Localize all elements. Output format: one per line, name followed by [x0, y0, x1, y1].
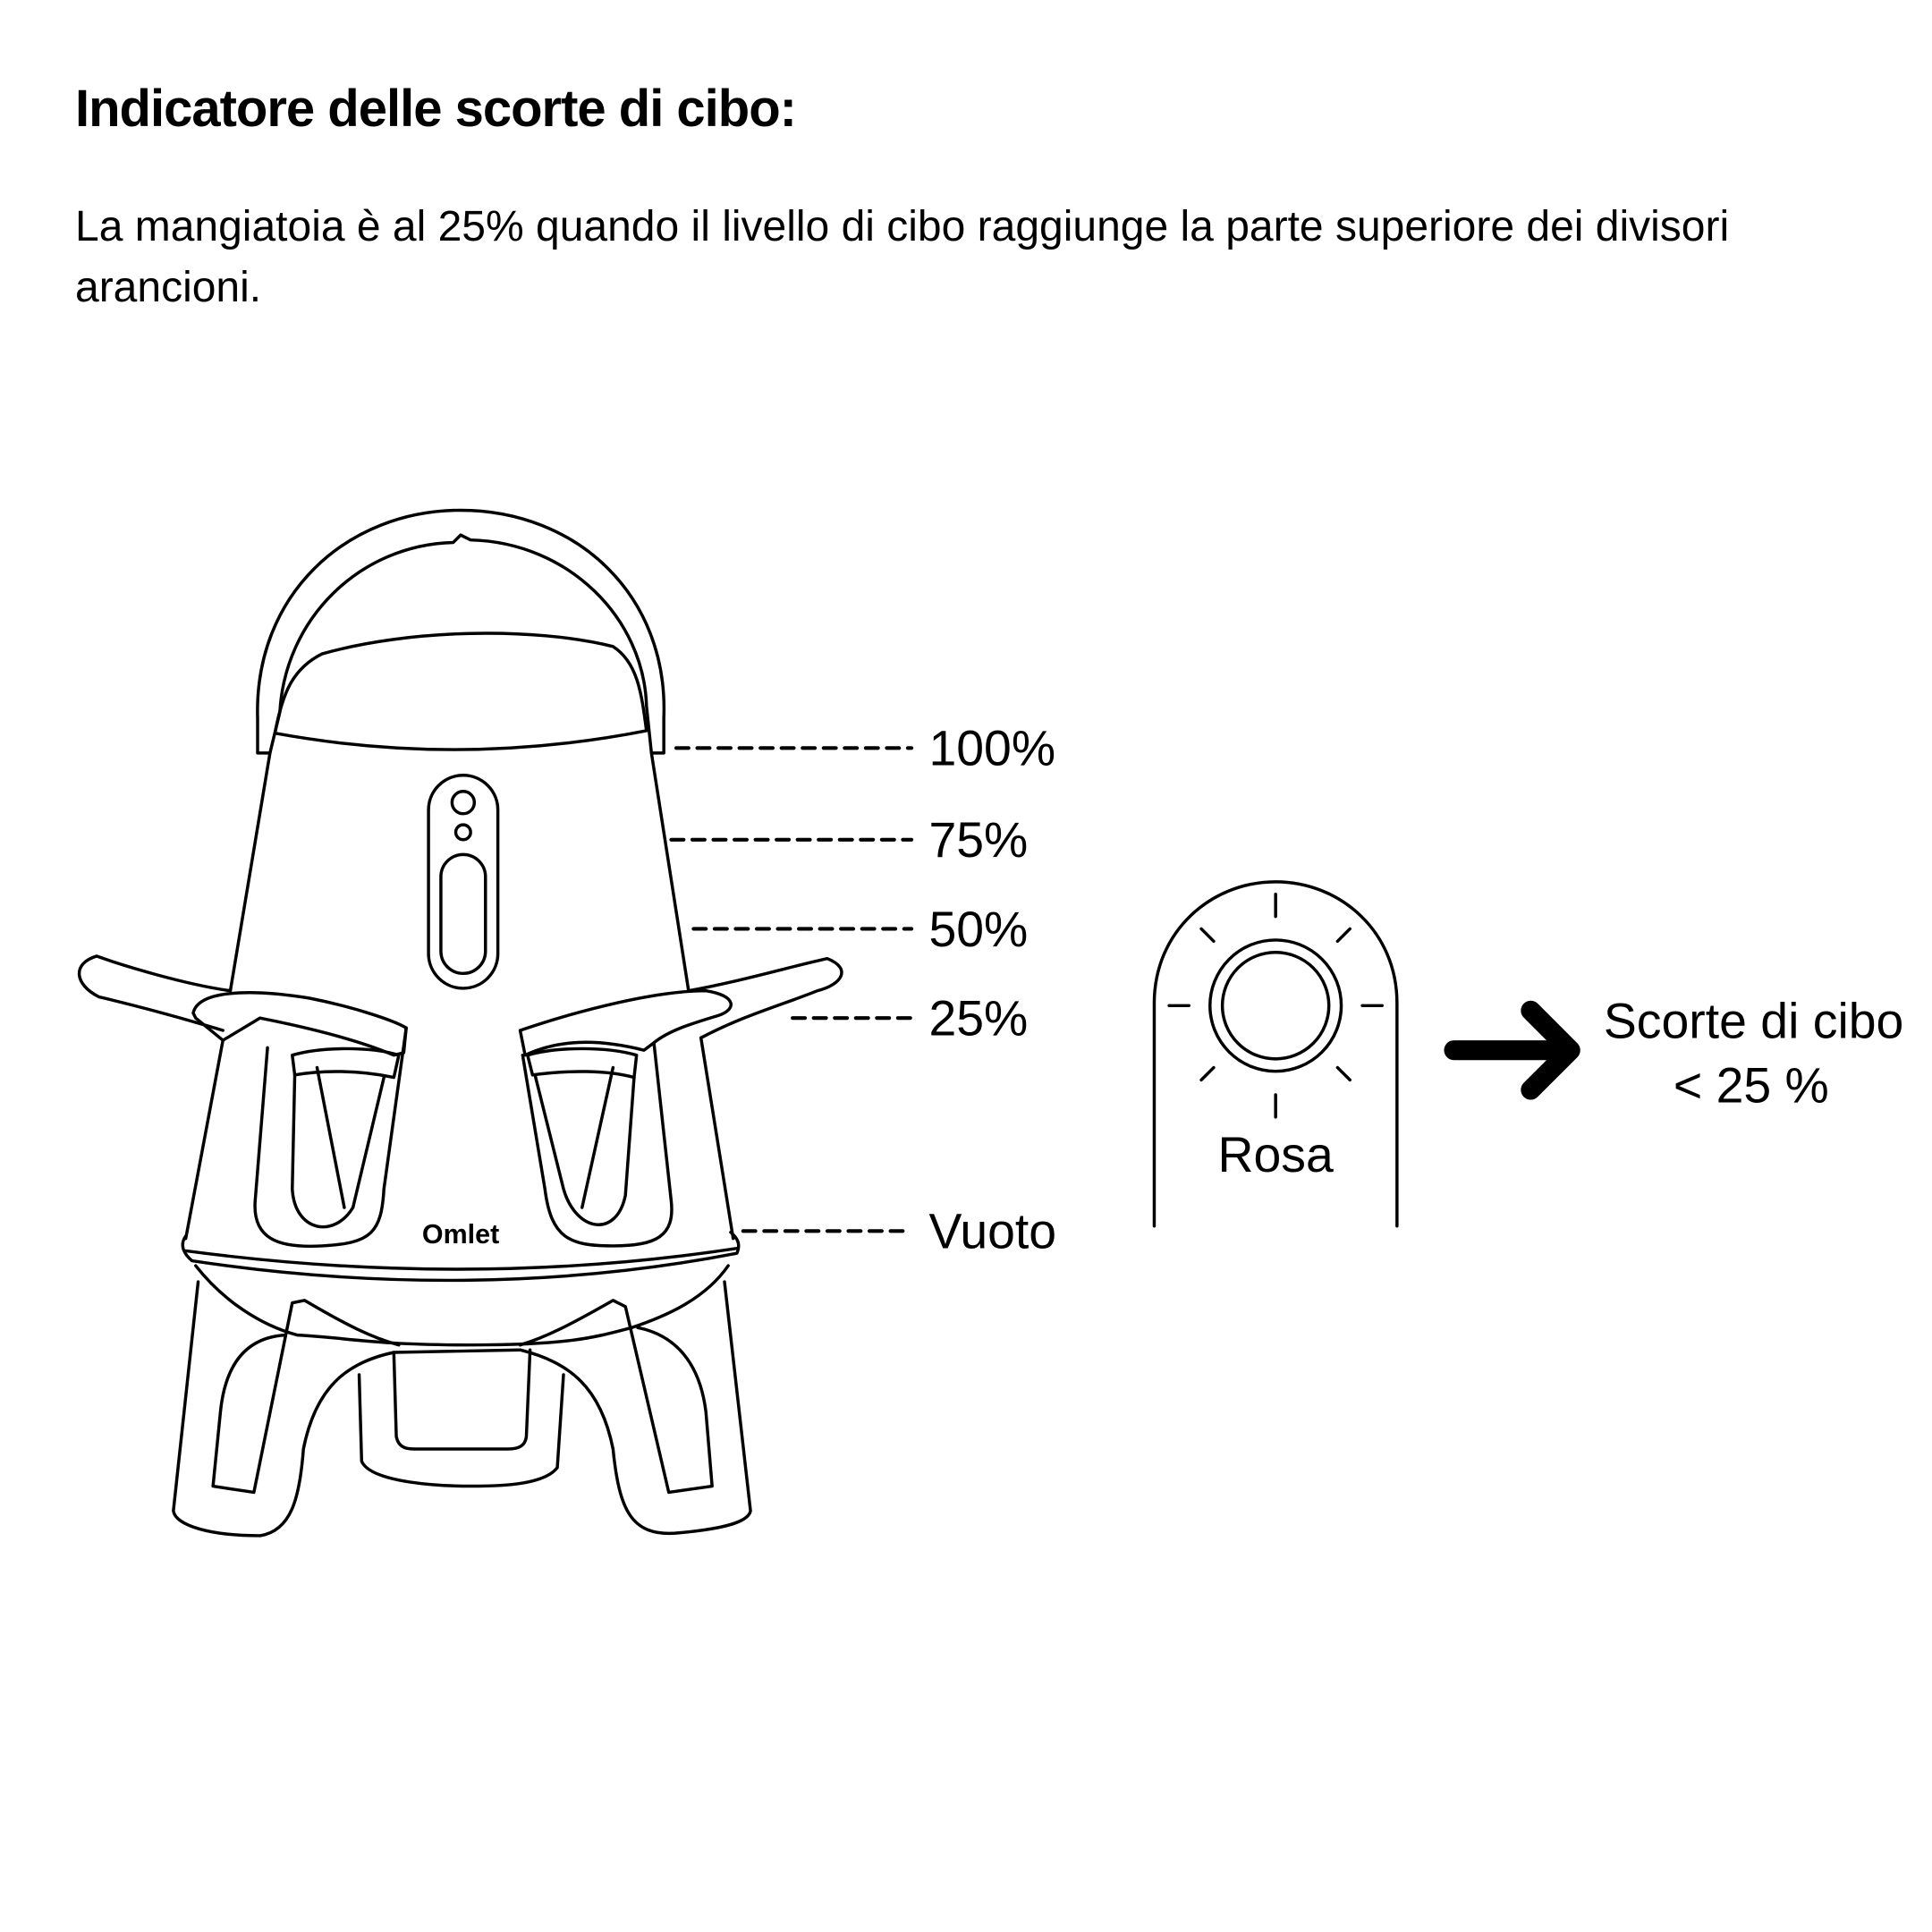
level-dashes: [669, 746, 914, 1233]
result-line-1: Scorte di cibo: [1604, 993, 1904, 1048]
page-title: Indicatore delle scorte di cibo:: [75, 80, 797, 138]
indicator-light-inner: [1220, 951, 1331, 1061]
light-rays-icon: [1167, 892, 1384, 1119]
level-label-50: 50%: [928, 902, 1028, 957]
level-label-25: 25%: [928, 991, 1028, 1046]
feeder-illustration: Omlet: [77, 508, 843, 1538]
indicator-panel: Rosa: [1152, 880, 1399, 1228]
level-label-100: 100%: [928, 721, 1055, 776]
indicator-color-label: Rosa: [1218, 1127, 1334, 1182]
level-label-75: 75%: [928, 812, 1028, 868]
omlet-logo: Omlet: [422, 1219, 499, 1250]
level-label-empty: Vuoto: [928, 1204, 1056, 1259]
indicator-light-outer: [1208, 938, 1343, 1073]
arrow-right-icon: [1444, 1000, 1580, 1100]
result-line-2: < 25 %: [1674, 1057, 1829, 1113]
description: La mangiatoia è al 25% quando il livello…: [75, 203, 1730, 311]
